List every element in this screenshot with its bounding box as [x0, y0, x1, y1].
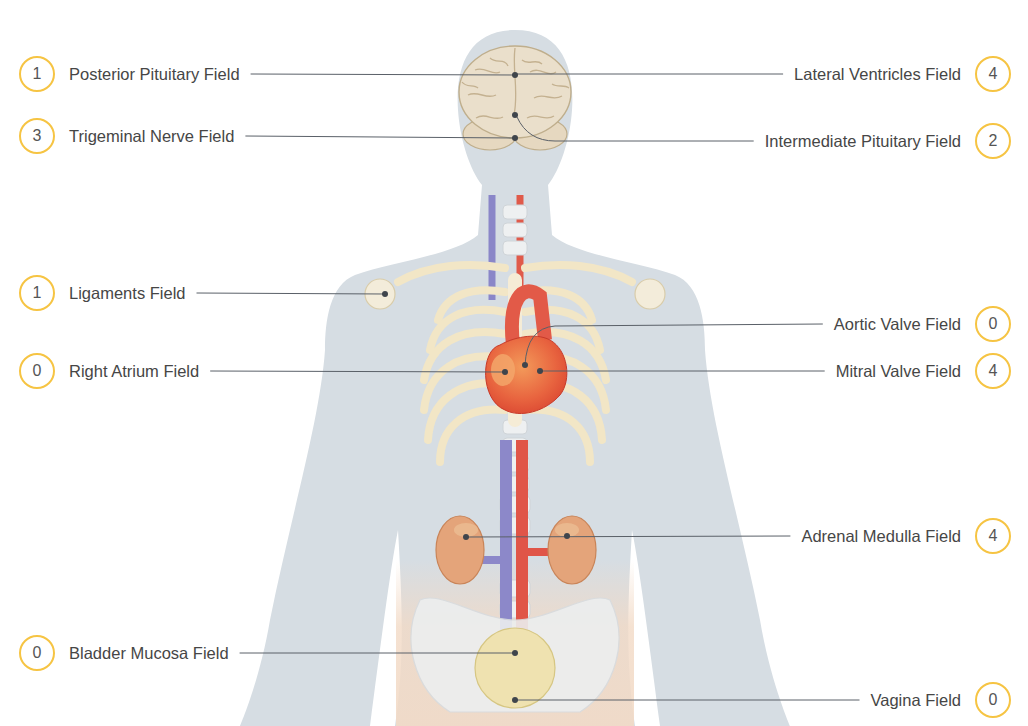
- leader-dot: [502, 369, 508, 375]
- leader-line: [210, 371, 505, 372]
- ribcage: [398, 265, 632, 462]
- leader-dot: [512, 650, 518, 656]
- kidney: [548, 516, 596, 584]
- callout-number: 4: [975, 518, 1011, 554]
- brain: [459, 46, 571, 150]
- field-label: Trigeminal Nerve Field: [68, 127, 235, 146]
- callout-number: 0: [975, 682, 1011, 718]
- field-label: Posterior Pituitary Field: [68, 65, 241, 84]
- leader-line: [515, 74, 783, 75]
- leader-dot: [512, 112, 518, 118]
- callout-number: 0: [19, 353, 55, 389]
- clavicle: [398, 265, 505, 282]
- field-label: Lateral Ventricles Field: [793, 65, 962, 84]
- field-label: Aortic Valve Field: [833, 315, 962, 334]
- brain-cerebrum: [459, 46, 571, 138]
- leader-line: [466, 536, 790, 537]
- shoulder-joint: [635, 279, 665, 309]
- lower-body-skin: [396, 560, 634, 726]
- right-atrium: [491, 354, 515, 386]
- callout-node: Aortic Valve Field 0: [833, 306, 1011, 342]
- brain-gyri: [462, 48, 569, 118]
- aorta: [516, 440, 528, 640]
- leader-line: [240, 653, 515, 654]
- leader-dot: [463, 534, 469, 540]
- callout-number: 1: [19, 275, 55, 311]
- field-label: Vagina Field: [869, 691, 962, 710]
- rib: [440, 410, 505, 462]
- leader-dot: [512, 72, 518, 78]
- field-label: Intermediate Pituitary Field: [764, 132, 962, 151]
- leader-line: [197, 293, 386, 294]
- vertebra: [503, 205, 527, 219]
- leader-line: [540, 371, 825, 372]
- leader-dots: [382, 72, 570, 703]
- callout-node: Right Atrium Field 0: [19, 353, 200, 389]
- leader-dot: [382, 291, 388, 297]
- field-label: Bladder Mucosa Field: [68, 644, 230, 663]
- field-label: Mitral Valve Field: [835, 362, 962, 381]
- leader-line: [515, 700, 860, 701]
- callout-number: 4: [975, 353, 1011, 389]
- leader-lines: [197, 74, 860, 700]
- vertebra: [503, 241, 527, 255]
- heart-body: [486, 336, 567, 413]
- field-label: Ligaments Field: [68, 284, 186, 303]
- vein: [489, 195, 496, 300]
- leader-dot: [522, 362, 528, 368]
- callout-number: 4: [975, 56, 1011, 92]
- field-label: Adrenal Medulla Field: [800, 527, 962, 546]
- callout-node: Intermediate Pituitary Field 2: [764, 123, 1011, 159]
- leader-dot: [564, 533, 570, 539]
- leader-dot: [512, 135, 518, 141]
- callout-node: Adrenal Medulla Field 4: [800, 518, 1011, 554]
- body-silhouette: [240, 30, 790, 726]
- callout-number: 2: [975, 123, 1011, 159]
- callout-node: Posterior Pituitary Field 1: [19, 56, 241, 92]
- bladder: [475, 628, 555, 708]
- callout-number: 1: [19, 56, 55, 92]
- callout-number: 0: [19, 635, 55, 671]
- leader-line: [517, 117, 754, 141]
- leader-line: [245, 136, 515, 138]
- kidney: [436, 516, 484, 584]
- leader-dot: [512, 697, 518, 703]
- leader-dot: [537, 368, 543, 374]
- callout-node: Ligaments Field 1: [19, 275, 186, 311]
- callout-number: 3: [19, 118, 55, 154]
- rib: [525, 410, 590, 462]
- callout-number: 0: [975, 306, 1011, 342]
- vena-cava: [500, 440, 512, 640]
- callout-node: Mitral Valve Field 4: [835, 353, 1011, 389]
- callout-node: Bladder Mucosa Field 0: [19, 635, 230, 671]
- pelvis: [411, 598, 619, 712]
- leader-line: [525, 324, 823, 365]
- callout-node: Trigeminal Nerve Field 3: [19, 118, 235, 154]
- vertebra: [503, 223, 527, 237]
- callout-node: Vagina Field 0: [869, 682, 1011, 718]
- callout-node: Lateral Ventricles Field 4: [793, 56, 1011, 92]
- clavicle: [525, 265, 632, 282]
- field-label: Right Atrium Field: [68, 362, 200, 381]
- leader-line: [251, 74, 515, 75]
